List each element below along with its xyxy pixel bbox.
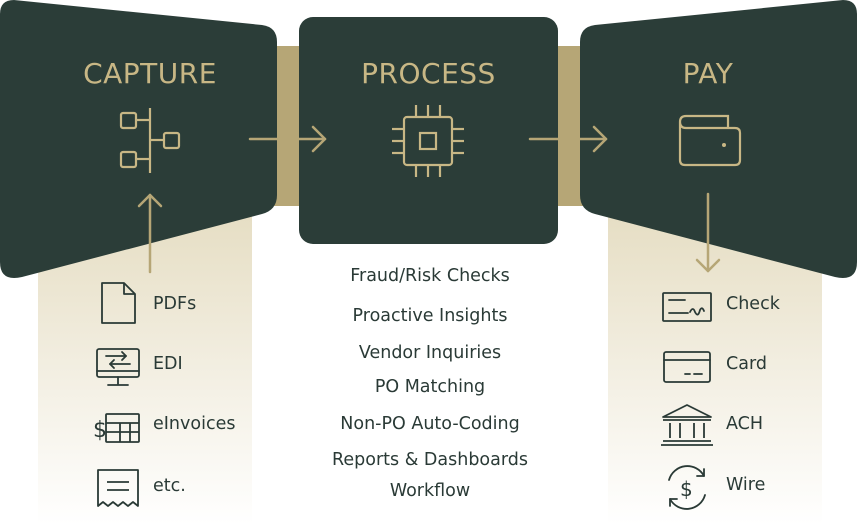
check-icon xyxy=(662,292,712,322)
svg-text:$: $ xyxy=(93,418,107,443)
process-step: Proactive Insights xyxy=(352,306,508,326)
dollar-invoice-icon: $ xyxy=(93,413,140,443)
wire-transfer-icon: $ xyxy=(668,465,706,510)
processor-chip-icon xyxy=(392,105,464,177)
process-title: PROCESS xyxy=(361,57,496,90)
monitor-exchange-icon xyxy=(96,348,140,386)
pay-panel xyxy=(580,0,857,278)
process-step: Non-PO Auto-Coding xyxy=(340,414,520,434)
input-label-etc: etc. xyxy=(153,476,186,496)
process-panel xyxy=(299,17,558,244)
payment-label-card: Card xyxy=(726,354,767,374)
arrow-process-to-pay xyxy=(528,125,608,153)
wallet-icon xyxy=(678,114,742,167)
process-step: Reports & Dashboards xyxy=(332,450,528,470)
input-label-pdfs: PDFs xyxy=(153,294,197,314)
svg-text:$: $ xyxy=(680,477,693,501)
document-icon xyxy=(101,282,136,324)
process-step: Workflow xyxy=(389,481,471,501)
credit-card-icon xyxy=(663,351,711,383)
process-step: Vendor Inquiries xyxy=(358,343,502,363)
flowchart-icon xyxy=(119,108,181,173)
receipt-icon xyxy=(97,469,139,507)
pay-fade-column xyxy=(608,215,822,525)
pay-title: PAY xyxy=(682,57,734,90)
input-label-einvoices: eInvoices xyxy=(153,414,236,434)
arrow-inputs-to-capture xyxy=(137,193,163,274)
process-step: Fraud/Risk Checks xyxy=(350,266,510,286)
arrow-capture-to-process xyxy=(248,125,327,153)
process-step: PO Matching xyxy=(374,377,486,397)
payment-label-wire: Wire xyxy=(726,475,766,495)
capture-title: CAPTURE xyxy=(83,57,217,90)
capture-panel xyxy=(0,0,277,278)
capture-fade-column xyxy=(38,215,252,525)
bank-icon xyxy=(661,404,713,446)
payment-label-check: Check xyxy=(726,294,780,314)
input-label-edi: EDI xyxy=(153,354,183,374)
payment-label-ach: ACH xyxy=(726,414,764,434)
arrow-pay-to-methods xyxy=(695,192,721,273)
